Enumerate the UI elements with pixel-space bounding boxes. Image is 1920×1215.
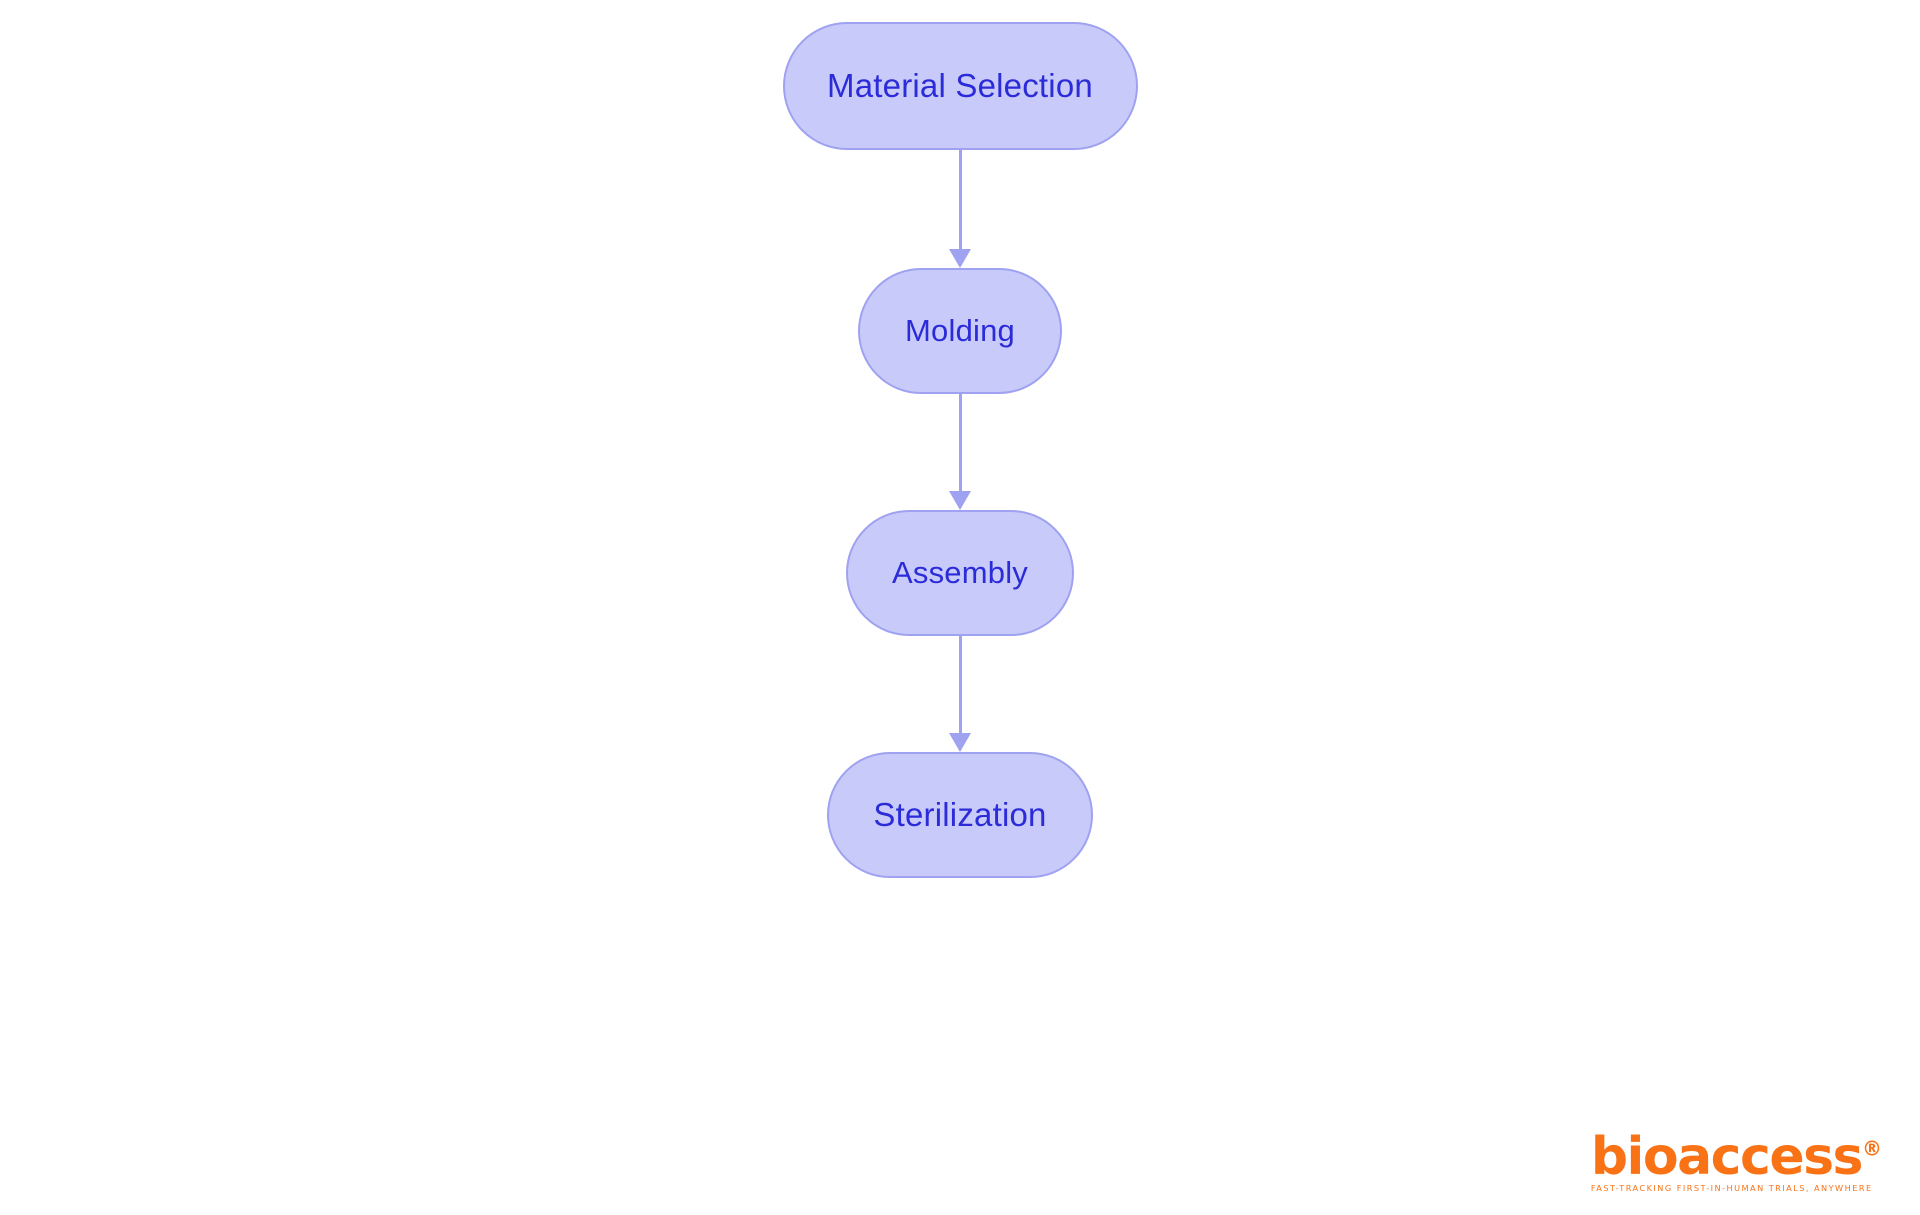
arrowhead-down-icon <box>949 249 971 268</box>
flow-node-assembly[interactable]: Assembly <box>846 510 1074 636</box>
flow-edge-molding-to-assembly <box>948 394 972 510</box>
flowchart-node-chain: Material Selection Molding Assembly Ster… <box>0 22 1920 878</box>
logo-wordmark: bioaccess® <box>1591 1131 1882 1183</box>
flow-node-molding[interactable]: Molding <box>858 268 1062 394</box>
flow-edge-material-selection-to-molding <box>948 150 972 268</box>
bioaccess-logo: bioaccess® FAST-TRACKING FIRST-IN-HUMAN … <box>1590 1131 1882 1193</box>
logo-tagline: FAST-TRACKING FIRST-IN-HUMAN TRIALS, ANY… <box>1590 1183 1873 1193</box>
logo-wordmark-text: bioaccess <box>1590 1126 1864 1187</box>
edge-line <box>958 636 962 734</box>
flow-edge-assembly-to-sterilization <box>948 636 972 752</box>
arrowhead-down-icon <box>949 491 971 510</box>
flow-node-label: Molding <box>905 313 1015 348</box>
flow-node-label: Sterilization <box>873 796 1047 833</box>
flow-node-sterilization[interactable]: Sterilization <box>827 752 1093 878</box>
flow-node-material-selection[interactable]: Material Selection <box>782 22 1138 150</box>
registered-trademark-icon: ® <box>1862 1136 1882 1161</box>
edge-line <box>958 150 962 250</box>
flow-node-label: Material Selection <box>827 67 1093 104</box>
flow-node-label: Assembly <box>892 555 1028 590</box>
arrowhead-down-icon <box>949 733 971 752</box>
edge-line <box>958 394 962 492</box>
